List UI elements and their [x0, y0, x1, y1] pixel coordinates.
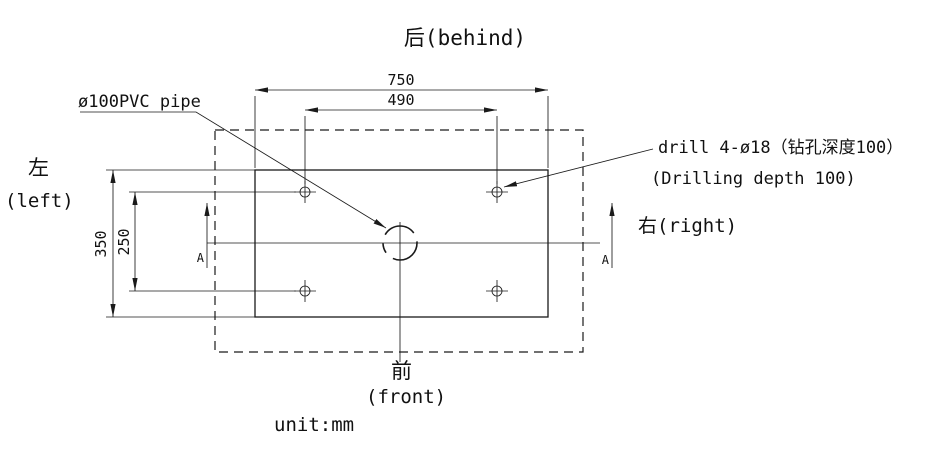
leader-pipe	[80, 111, 387, 229]
dimension-350: 350	[92, 169, 255, 318]
label-left-en: (left)	[5, 190, 74, 212]
label-left-cn: 左	[28, 156, 49, 180]
label-behind: 后(behind)	[404, 26, 526, 50]
dimension-490: 490	[304, 91, 498, 184]
label-drill-line1: drill 4-ø18（钻孔深度100）	[658, 138, 903, 158]
drill-hole-top-left	[294, 181, 316, 203]
plate-outline	[254, 169, 549, 318]
pvc-pipe-circle	[382, 225, 418, 261]
dim-490-label: 490	[387, 91, 414, 109]
dimension-750: 750	[254, 71, 549, 168]
label-front-en: (front)	[366, 386, 446, 408]
dim-350-label: 350	[92, 230, 110, 257]
dim-750-label: 750	[387, 71, 414, 89]
label-right: 右(right)	[638, 215, 737, 237]
drill-hole-top-right	[486, 181, 508, 203]
drill-hole-bottom-left	[294, 280, 316, 302]
leader-drill	[503, 148, 654, 188]
section-label-right: A	[602, 253, 610, 267]
section-arrow-left: A	[197, 203, 210, 268]
section-arrow-right: A	[602, 203, 615, 268]
dim-250-label: 250	[115, 228, 133, 255]
foundation-outline-dashed	[214, 129, 584, 353]
section-label-left: A	[197, 251, 205, 265]
label-front-cn: 前	[391, 359, 412, 383]
label-pipe: ø100PVC pipe	[78, 92, 201, 112]
dimension-250: 250	[115, 191, 296, 292]
label-drill-line2: (Drilling depth 100)	[651, 169, 856, 189]
drill-hole-bottom-right	[486, 280, 508, 302]
label-unit: unit:mm	[274, 414, 354, 436]
